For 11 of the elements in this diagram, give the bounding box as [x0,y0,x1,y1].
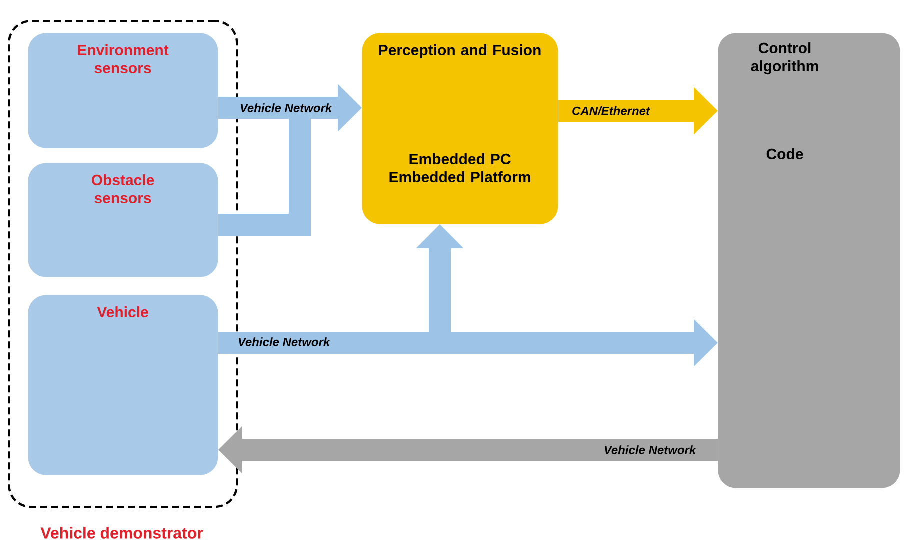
vehicle-box: Vehicle [28,295,218,476]
edge-label: Vehicle Network [240,104,333,112]
edge-label: CAN/Ethernet [572,106,650,116]
controller-box: Control algorithm Code [718,33,900,488]
edge-label: Vehicle Network [238,338,331,346]
processing-box: Perception and Fusion Embedded PC Embedded Platform [362,33,558,224]
sensor-box: Environment sensors [28,33,218,148]
sensor-box: Obstacle sensors [28,163,218,278]
edge-label: Vehicle Network [604,446,697,454]
group-label: Vehicle demonstrator [40,527,204,539]
dashed-group-frame [8,20,238,508]
